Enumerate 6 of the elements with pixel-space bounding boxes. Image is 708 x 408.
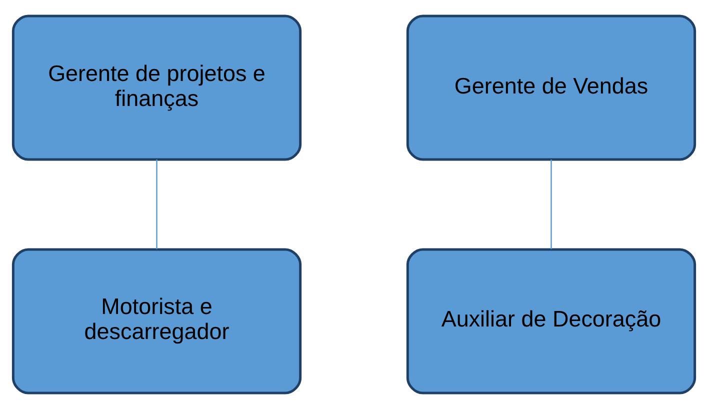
connector — [156, 159, 158, 249]
node-box: Gerente de projetos e finanças — [12, 14, 302, 160]
node-box: Motorista e descarregador — [12, 248, 302, 394]
node-box: Gerente de Vendas — [406, 14, 696, 160]
node-box: Auxiliar de Decoração — [406, 248, 696, 394]
connector — [550, 159, 552, 249]
